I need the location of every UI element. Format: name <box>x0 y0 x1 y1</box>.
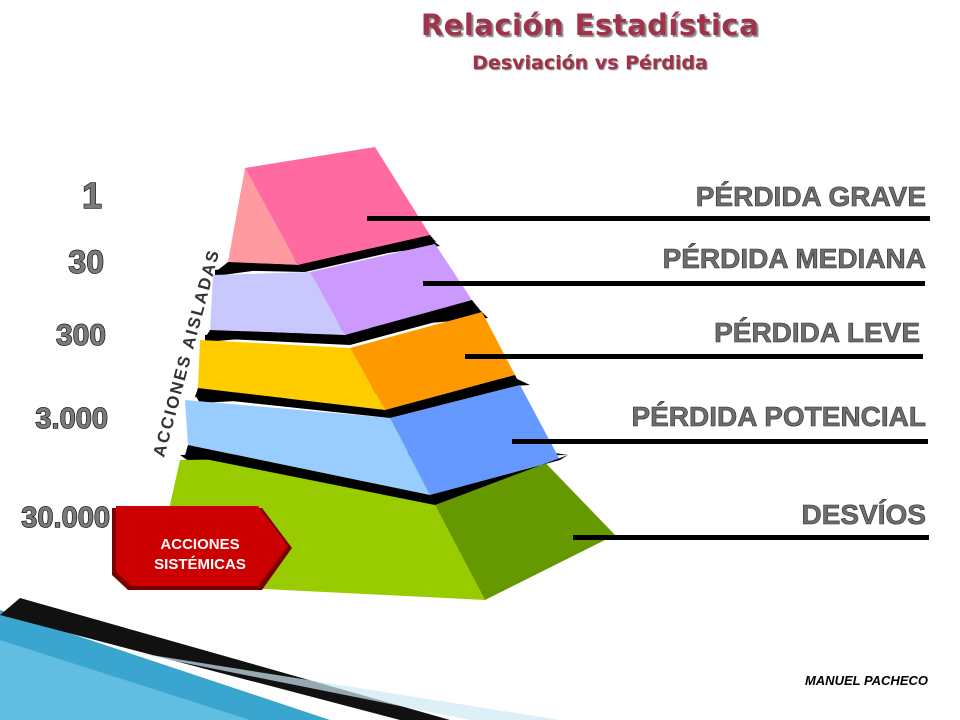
sistemicas-line-2: SISTÉMICAS <box>154 556 246 573</box>
pyramid-tier-1 <box>218 147 436 272</box>
leader-line-2 <box>423 281 925 286</box>
leader-lines <box>367 216 930 540</box>
label-perdida-leve: PÉRDIDA LEVE <box>714 317 920 348</box>
leader-line-1 <box>367 216 930 221</box>
label-perdida-grave: PÉRDIDA GRAVE <box>696 181 926 212</box>
page-subtitle: Desviación vs Pérdida <box>472 52 708 74</box>
pyramid-tier-4 <box>185 378 568 505</box>
sistemicas-line-1: ACCIONES <box>160 536 239 553</box>
author-credit: MANUEL PACHECO <box>804 673 928 688</box>
label-perdida-potencial: PÉRDIDA POTENCIAL <box>631 401 926 432</box>
count-labels: 1 30 300 3.000 30.000 <box>21 174 111 534</box>
leader-line-5 <box>573 535 929 540</box>
label-desvios: DESVÍOS <box>802 499 926 530</box>
count-300: 300 <box>56 319 106 352</box>
leader-line-3 <box>465 354 923 359</box>
count-1: 1 <box>82 175 102 216</box>
page-title: Relación Estadística <box>420 8 760 42</box>
label-perdida-mediana: PÉRDIDA MEDIANA <box>663 243 926 274</box>
count-30: 30 <box>68 244 104 280</box>
level-labels: PÉRDIDA GRAVE PÉRDIDA MEDIANA PÉRDIDA LE… <box>631 181 926 531</box>
count-3000: 3.000 <box>35 403 108 435</box>
acciones-sistemicas-badge: ACCIONES SISTÉMICAS <box>112 506 292 590</box>
leader-line-4 <box>512 439 928 444</box>
count-30000: 30.000 <box>21 502 110 534</box>
decorative-swoosh <box>0 598 560 720</box>
